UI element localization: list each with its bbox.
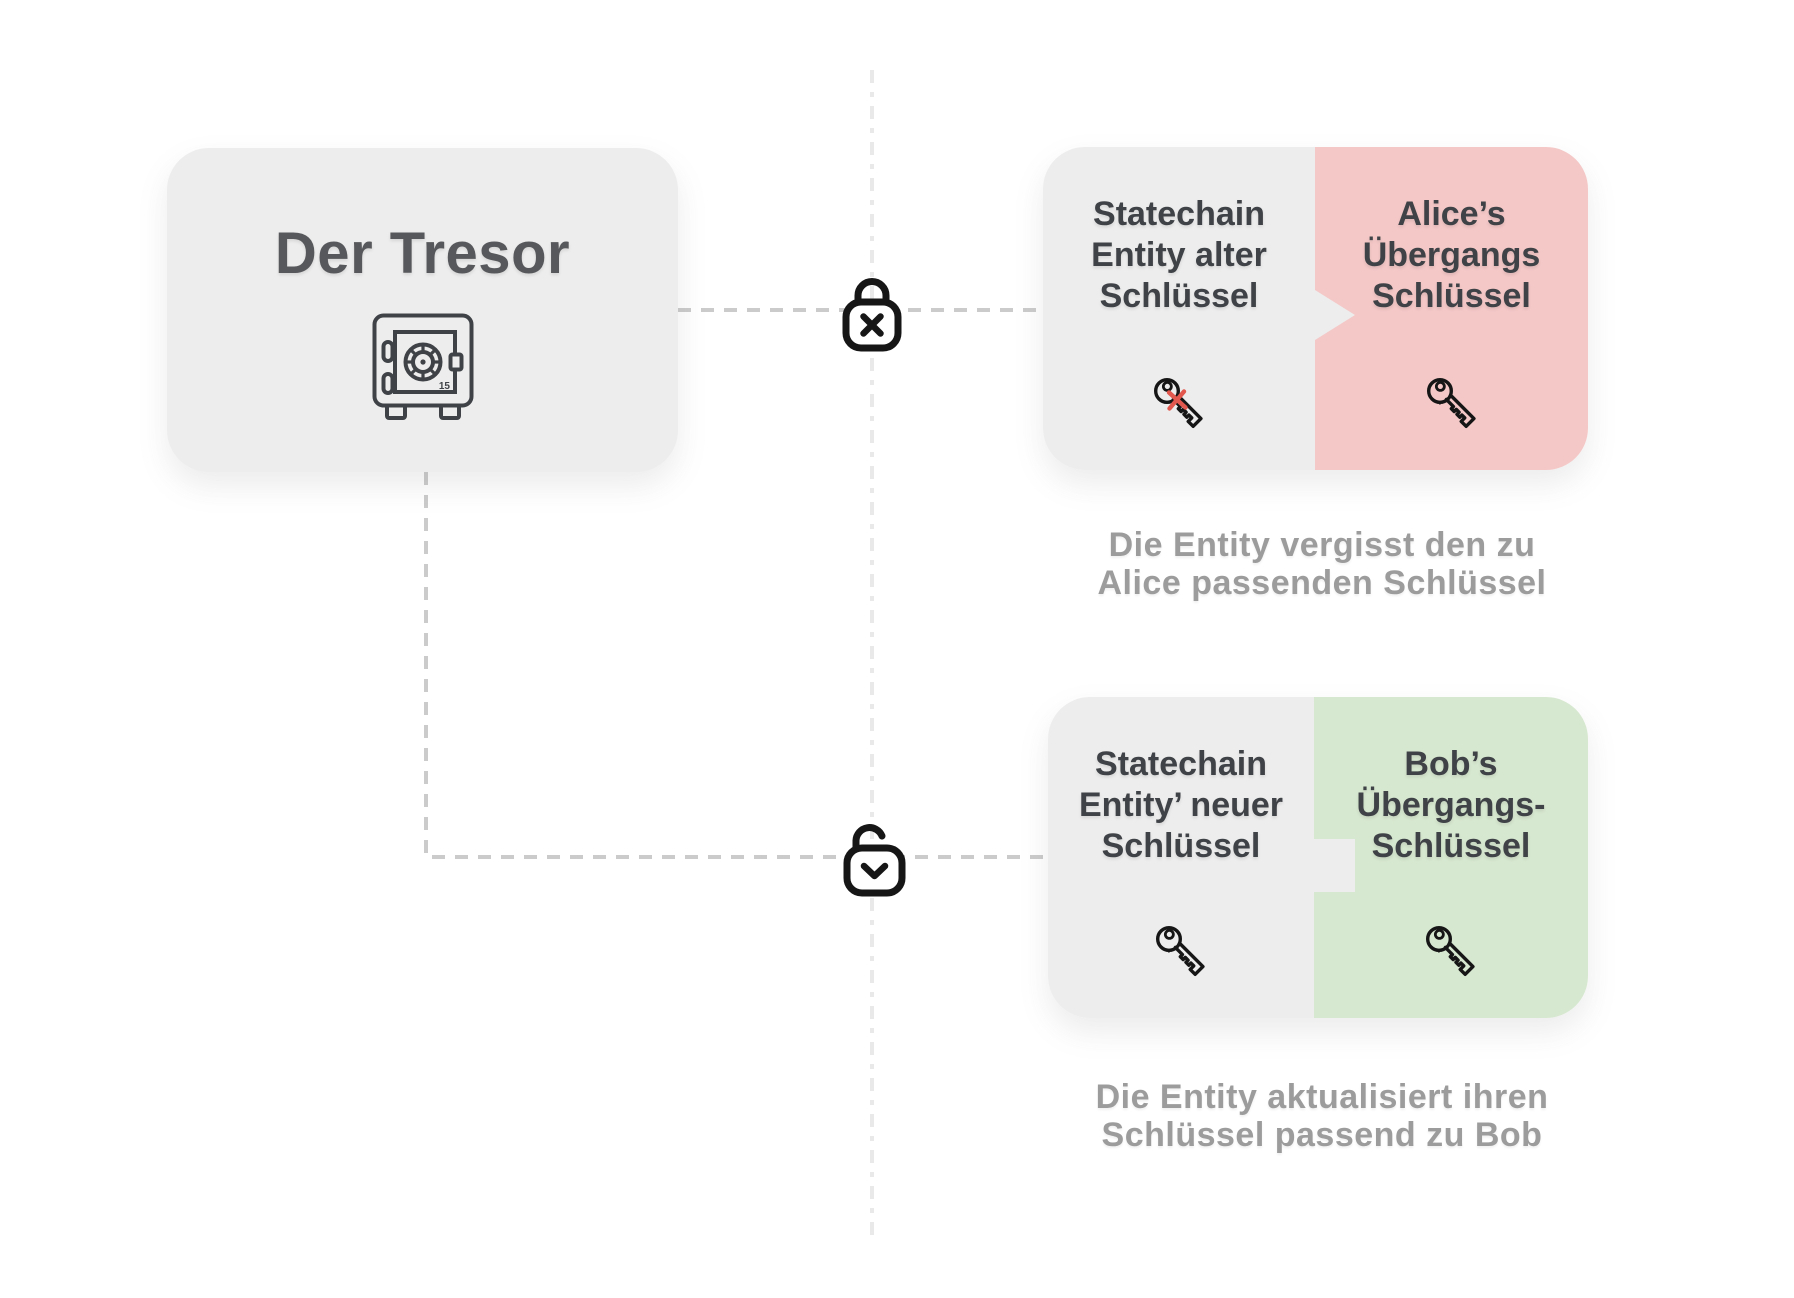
svg-text:s: s <box>1165 947 1173 955</box>
forget-caption: Die Entity vergisst den zu Alice passend… <box>1097 526 1547 602</box>
vault-card: Der Tresor 15 <box>167 148 678 472</box>
unlocked-padlock-check-icon <box>826 816 910 900</box>
safe-icon: 15 <box>371 312 475 424</box>
statechain-old-key-panel: Statechain Entity alter Schlüssel <box>1043 147 1315 470</box>
alice-key-panel: Alice’s Übergangs Schlüssel s <box>1315 147 1588 470</box>
statechain-old-key-label: Statechain Entity alter Schlüssel <box>1091 195 1267 315</box>
key-icon: s <box>1146 918 1216 988</box>
key-icon: s <box>1416 918 1486 988</box>
puzzle-slot-tab <box>1314 839 1355 892</box>
key-icon: s <box>1417 370 1487 440</box>
locked-padlock-cross-icon <box>836 272 908 352</box>
statechain-new-key-panel: Statechain Entity’ neuer Schlüssel s <box>1048 697 1314 1018</box>
update-key-card: Statechain Entity’ neuer Schlüssel s Bob… <box>1048 697 1588 1018</box>
forget-key-card: Statechain Entity alter Schlüssel Alice’… <box>1043 147 1588 470</box>
alice-key-label: Alice’s Übergangs Schlüssel <box>1362 195 1541 315</box>
svg-text:15: 15 <box>438 381 450 392</box>
svg-text:s: s <box>1436 399 1444 407</box>
svg-text:s: s <box>1435 947 1443 955</box>
statechain-new-key-label: Statechain Entity’ neuer Schlüssel <box>1078 745 1284 865</box>
bob-key-panel: Bob’s Übergangs- Schlüssel s <box>1314 697 1588 1018</box>
key-with-red-cross-icon <box>1144 370 1214 440</box>
bob-key-label: Bob’s Übergangs- Schlüssel <box>1356 745 1546 865</box>
vault-title: Der Tresor <box>274 221 571 286</box>
vault-to-update-connector <box>424 472 1048 859</box>
puzzle-arrow-tab <box>1315 290 1355 340</box>
update-caption: Die Entity aktualisiert ihren Schlüssel … <box>1095 1078 1549 1154</box>
